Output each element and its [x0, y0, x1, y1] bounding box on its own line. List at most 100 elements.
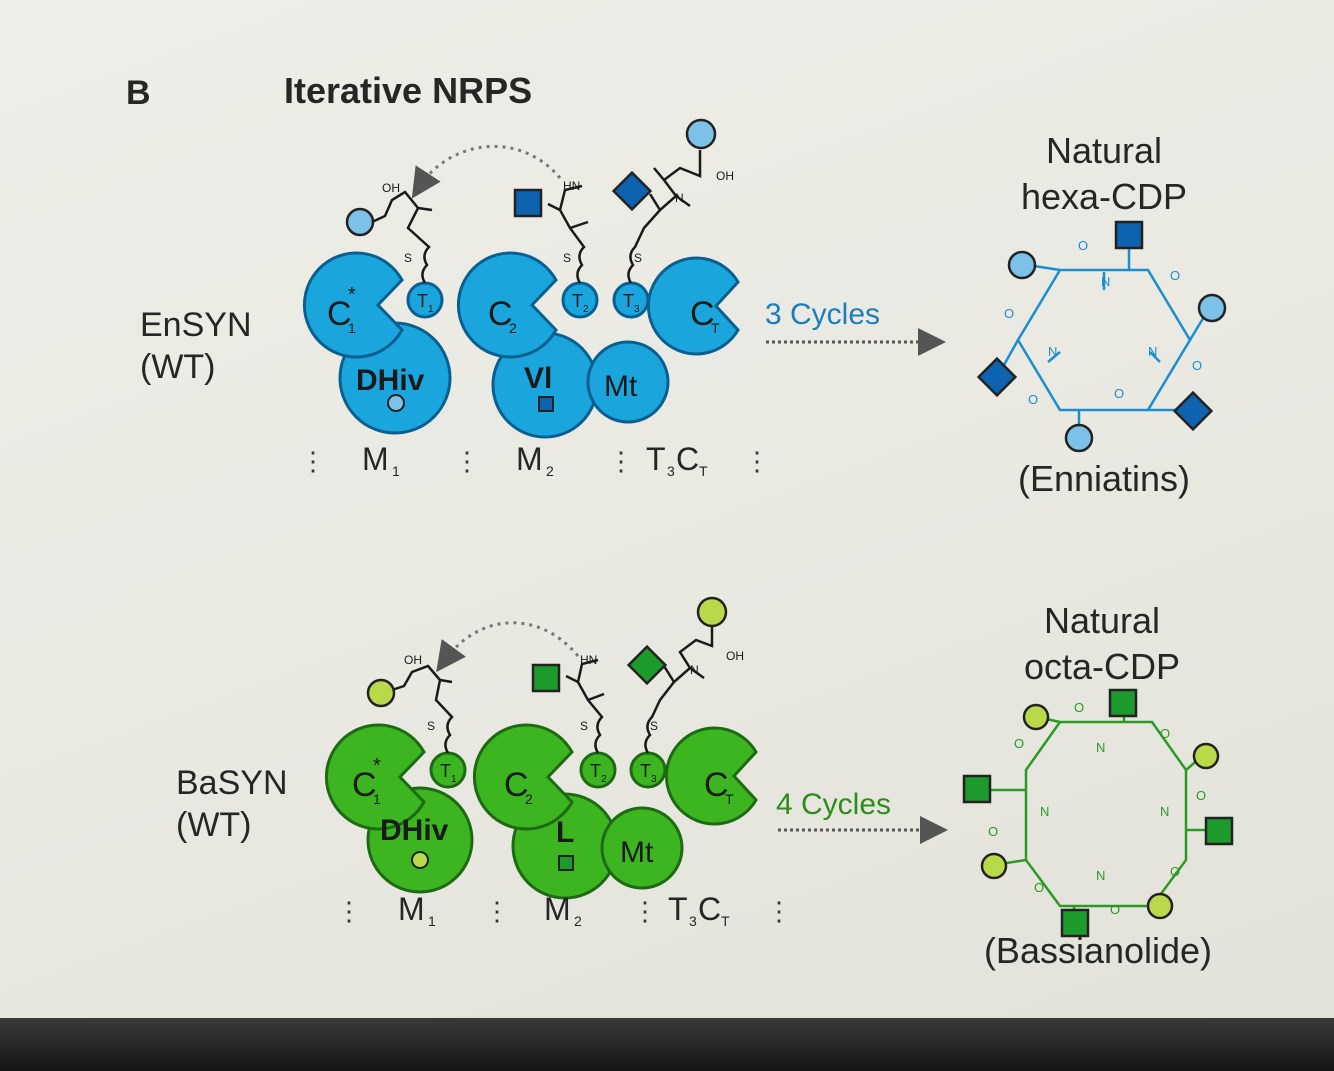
octa-amino-acid-icon: [1108, 688, 1138, 718]
svg-text:2: 2: [601, 774, 607, 785]
svg-text:S: S: [580, 719, 588, 733]
basyn-ct-label: C: [704, 766, 729, 804]
ensyn-mt-domain: [586, 340, 670, 424]
hexa-amino-acid-icon: [1114, 220, 1144, 250]
svg-text:3: 3: [667, 463, 675, 479]
svg-text:S: S: [427, 719, 435, 733]
svg-text:O: O: [1004, 306, 1014, 321]
svg-text:1: 1: [428, 304, 434, 315]
ensyn-mt-label: Mt: [604, 370, 638, 403]
basyn-mt-domain: [600, 806, 684, 890]
basyn-c1-label: C: [352, 766, 377, 804]
basyn-chem-labels: OH S HN S N OH S: [404, 649, 744, 733]
svg-text:OH: OH: [726, 649, 744, 663]
ensyn-c2-domain: [456, 251, 558, 359]
svg-text:⋮: ⋮: [766, 896, 792, 926]
octa-amino-acid-icon: [1204, 816, 1234, 846]
basyn-t2-label: T: [590, 761, 601, 781]
svg-text:O: O: [1192, 358, 1202, 373]
svg-text:1: 1: [373, 791, 381, 807]
svg-text:3: 3: [689, 913, 697, 929]
svg-text:T: T: [711, 320, 720, 336]
svg-text:C: C: [676, 441, 699, 477]
svg-text:*: *: [348, 284, 356, 306]
svg-text:OH: OH: [404, 653, 422, 667]
octa-amino-acid-icon: [1060, 908, 1090, 938]
svg-text:O: O: [1034, 880, 1044, 895]
basyn-amino-acid-icon-2: [626, 644, 668, 686]
basyn-a1-label: DHiv: [380, 814, 449, 847]
svg-text:S: S: [404, 251, 412, 265]
ensyn-assembly: [302, 251, 740, 439]
basyn-amino-acid-icon-1: [531, 663, 561, 693]
hexa-hydroxy-acid-icon: [1064, 423, 1094, 453]
svg-text:⋮: ⋮: [484, 896, 510, 926]
svg-text:HN: HN: [580, 653, 597, 667]
ensyn-ct-label: C: [690, 295, 715, 333]
svg-text:OH: OH: [716, 169, 734, 183]
panel-label: B: [126, 74, 151, 112]
svg-text:OH: OH: [382, 181, 400, 195]
basyn-c2-domain: [472, 723, 574, 831]
svg-text:O: O: [1196, 788, 1206, 803]
svg-text:1: 1: [348, 320, 356, 336]
svg-text:O: O: [1170, 268, 1180, 283]
svg-text:2: 2: [574, 913, 582, 929]
svg-text:N: N: [1096, 868, 1105, 883]
svg-text:⋮: ⋮: [454, 446, 480, 476]
svg-text:1: 1: [428, 913, 436, 929]
svg-text:1: 1: [392, 463, 400, 479]
ensyn-a1-substrate-icon: [387, 394, 405, 412]
svg-text:O: O: [1110, 902, 1120, 917]
svg-text:O: O: [1014, 736, 1024, 751]
svg-text:N: N: [690, 663, 699, 677]
svg-text:2: 2: [509, 320, 517, 336]
ensyn-t1-label: T: [417, 291, 428, 311]
svg-text:3: 3: [634, 304, 640, 315]
svg-text:⋮: ⋮: [608, 446, 634, 476]
octa-hydroxy-acid-icon: [1146, 892, 1174, 920]
basyn-cycles-arrowhead: [920, 816, 948, 844]
svg-text:⋮: ⋮: [632, 896, 658, 926]
ensyn-c1-label: C: [327, 295, 352, 333]
basyn-c2-label: C: [504, 766, 529, 804]
svg-text:O: O: [1160, 726, 1170, 741]
svg-text:N: N: [1048, 344, 1057, 359]
enzyme-name-basyn: BaSYN (WT): [176, 764, 288, 844]
octa-cdp-structure: O N O O N N O O N O O O: [962, 688, 1234, 938]
basyn-assembly: [324, 723, 758, 900]
svg-text:2: 2: [525, 791, 533, 807]
hexa-amino-acid-icon: [976, 356, 1018, 398]
ensyn-cycles-arrowhead: [918, 328, 946, 356]
hexa-amino-acid-icon: [1172, 390, 1214, 432]
ensyn-amino-acid-icon-1: [513, 188, 543, 218]
ensyn-a2-label: Vl: [524, 362, 552, 395]
basyn-module-row: ⋮ M 1 ⋮ M 2 ⋮ T 3 C T ⋮: [336, 891, 792, 929]
ensyn-a1-label: DHiv: [356, 364, 425, 397]
svg-text:1: 1: [451, 774, 457, 785]
basyn-hydroxy-acid-icon: [366, 678, 396, 708]
svg-text:O: O: [1028, 392, 1038, 407]
basyn-c1-domain: [324, 723, 426, 831]
ensyn-c2-label: C: [488, 295, 513, 333]
ensyn-module-1: M: [362, 441, 389, 477]
ensyn-amino-acid-icon-2: [611, 170, 653, 212]
basyn-transfer-arrow: [436, 621, 580, 673]
svg-text:O: O: [988, 824, 998, 839]
octa-hydroxy-acid-icon: [980, 852, 1008, 880]
ensyn-hydroxy-acid-icon: [345, 207, 375, 237]
cycles-label-basyn: 4 Cycles: [776, 788, 892, 821]
svg-text:⋮: ⋮: [336, 896, 362, 926]
ensyn-a2-substrate-icon: [538, 396, 554, 412]
monitor-bezel: [0, 1018, 1334, 1071]
svg-text:O: O: [1170, 864, 1180, 879]
svg-text:T: T: [721, 913, 730, 929]
basyn-t1-label: T: [440, 761, 451, 781]
svg-text:2: 2: [546, 463, 554, 479]
svg-text:2: 2: [583, 304, 589, 315]
svg-text:T: T: [699, 463, 708, 479]
basyn-module-3: T: [668, 891, 688, 927]
svg-text:N: N: [675, 191, 684, 205]
product-name-bassianolide: (Bassianolide): [983, 930, 1213, 971]
svg-text:⋮: ⋮: [300, 446, 326, 476]
